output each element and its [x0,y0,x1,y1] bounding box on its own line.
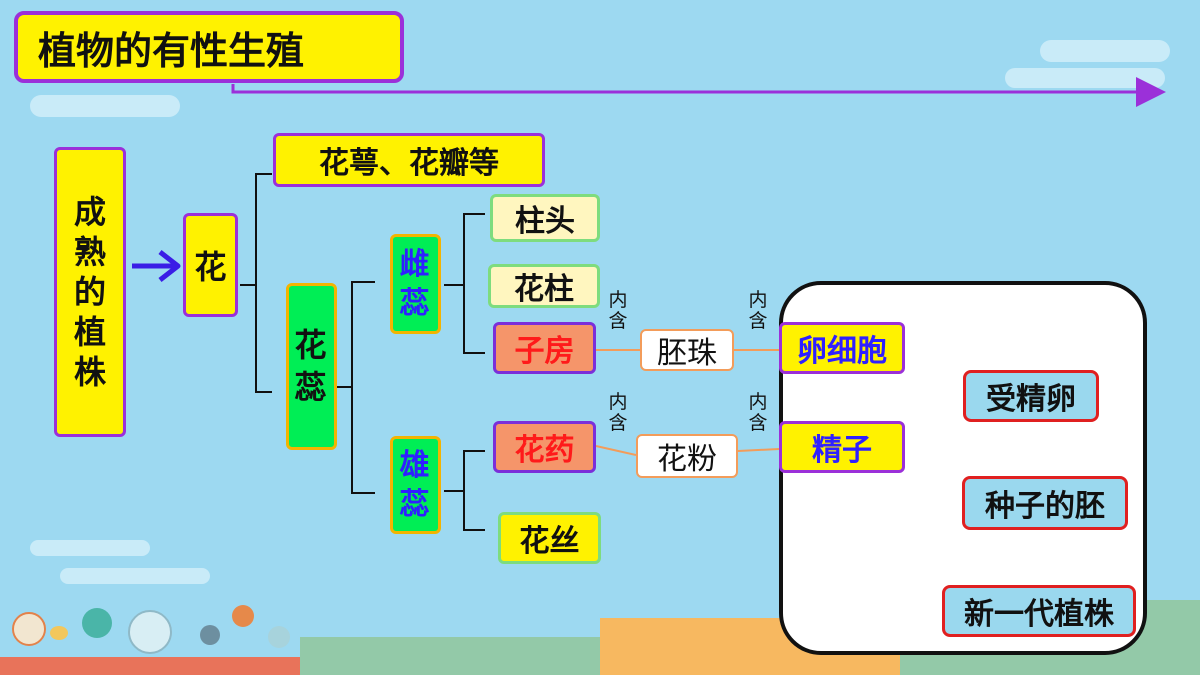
node-mature-plant-label: 成熟的植株 [73,193,106,391]
cloud-decoration [30,540,150,556]
node-embryo: 种子的胚 [962,476,1128,530]
orbit-icon [128,610,172,654]
node-new-plant: 新一代植株 [942,585,1136,637]
node-zygote: 受精卵 [963,370,1099,422]
bracket-pistil [444,213,485,354]
node-sepal-petal-label: 花萼、花瓣等 [319,146,499,181]
relation-label: 内含 [748,289,768,332]
cloud-decoration [1040,40,1170,62]
node-new-plant-label: 新一代植株 [964,597,1114,632]
node-sperm: 精子 [779,421,905,473]
node-pollen: 花粉 [636,434,738,478]
node-filament: 花丝 [498,512,601,564]
node-ovary: 子房 [493,322,596,374]
page-title: 植物的有性生殖 [14,11,404,83]
node-pollen-label: 花粉 [657,442,717,477]
atom-icon [82,608,112,638]
node-stamen-label: 雄蕊 [399,448,430,522]
node-sperm-label: 精子 [812,433,872,468]
node-egg-cell: 卵细胞 [779,322,905,374]
node-ovary-label: 子房 [514,334,575,369]
relation-label: 内含 [748,391,768,434]
node-stamen: 雄蕊 [390,436,441,534]
title-underline-arrow [231,77,1166,107]
node-filament-label: 花丝 [519,524,580,559]
arrow-plant-to-flower [132,250,181,282]
node-ovule-label: 胚珠 [657,336,717,371]
node-pistil: 雌蕊 [390,234,441,334]
node-anther-label: 花药 [514,433,575,468]
cloud-decoration [30,95,180,117]
node-stamen-pistil: 花蕊 [286,283,337,450]
node-flower-label: 花 [194,248,227,286]
page-title-text: 植物的有性生殖 [38,28,305,73]
node-mature-plant: 成熟的植株 [54,147,126,437]
rocket-icon [232,605,254,627]
node-egg-cell-label: 卵细胞 [797,334,887,369]
bracket-stamen-pistil [337,281,375,494]
ufo-icon [50,626,68,640]
bracket-stamen [444,450,485,531]
line-anther-pollen [595,445,637,456]
relation-label: 内含 [608,289,628,332]
satellite-icon [200,625,220,645]
node-zygote-label: 受精卵 [986,382,1076,417]
node-stamen-pistil-label: 花蕊 [294,325,327,406]
line-pollen-sperm [737,448,780,452]
node-style: 花柱 [488,264,600,308]
node-sepal-petal: 花萼、花瓣等 [273,133,545,187]
node-stigma-label: 柱头 [515,204,575,239]
node-pistil-label: 雌蕊 [399,247,430,321]
node-style-label: 花柱 [514,272,574,307]
node-flower: 花 [183,213,238,317]
planet-icon [12,612,46,646]
relation-label: 内含 [608,391,628,434]
cloud-decoration [60,568,210,584]
robot-icon [268,626,290,648]
node-anther: 花药 [493,421,596,473]
node-embryo-label: 种子的胚 [985,489,1105,524]
ground-stripe [0,657,300,675]
bracket-flower [240,173,272,393]
node-ovule: 胚珠 [640,329,734,371]
cloud-decoration [1005,68,1165,88]
node-stigma: 柱头 [490,194,600,242]
ground-stripe [300,637,600,675]
